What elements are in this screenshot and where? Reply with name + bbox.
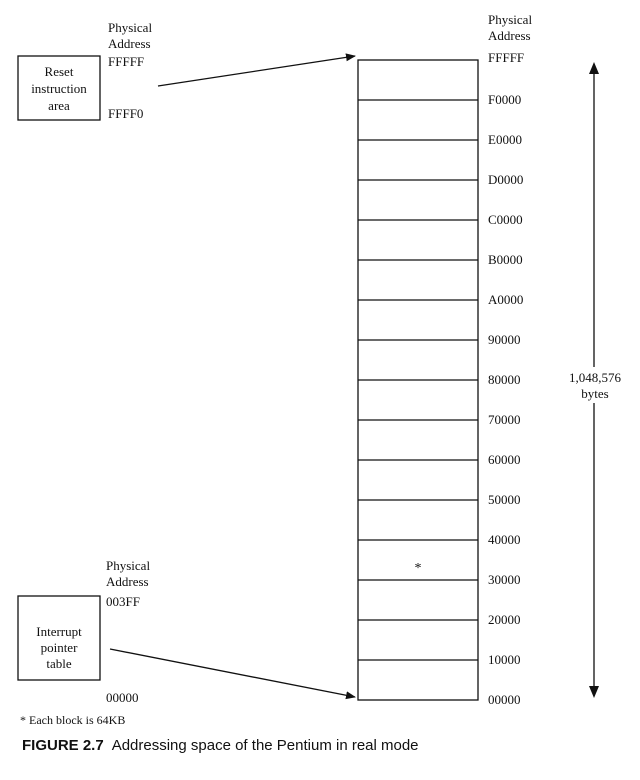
memory-address-label: 80000 [488,372,521,387]
memory-address-label: 00000 [488,692,521,707]
figure-caption: FIGURE 2.7 Addressing space of the Pentiu… [22,737,419,754]
interrupt-header-line-1: Physical [106,558,150,573]
memory-address-label: D0000 [488,172,523,187]
block-marker: * [415,561,422,576]
memory-block-dividers [358,99,478,661]
memory-address-label: 60000 [488,452,521,467]
memory-header-line-1: Physical [488,12,532,27]
memory-address-label: 50000 [488,492,521,507]
reset-box-line-3: area [48,98,70,113]
reset-header-line-2: Address [108,36,151,51]
memory-address-label: 90000 [488,332,521,347]
memory-address-label: 20000 [488,612,521,627]
interrupt-pointer-arrow [109,648,356,700]
size-label-backdrop [558,367,630,403]
reset-header-line-1: Physical [108,20,152,35]
size-arrow-up-head [589,62,599,74]
figure-title: Addressing space of the Pentium in real … [111,737,419,754]
reset-instruction-box [17,55,101,121]
figure-label: FIGURE 2.7 [22,737,104,754]
interrupt-box-line-3: table [46,656,71,671]
figure-footnote: * Each block is 64KB [20,713,125,727]
memory-address-label: 70000 [488,412,521,427]
memory-address-label: F0000 [488,92,521,107]
memory-address-label: C0000 [488,212,523,227]
interrupt-box-line-2: pointer [41,640,78,655]
size-label-line-2: bytes [581,386,608,401]
interrupt-box-line-1: Interrupt [36,624,82,639]
interrupt-table-box [17,595,101,681]
reset-box-line-1: Reset [45,64,74,79]
memory-address-label: 30000 [488,572,521,587]
memory-address-label: 40000 [488,532,521,547]
memory-address-label: A0000 [488,292,523,307]
interrupt-header-line-2: Address [106,574,149,589]
memory-address-label: B0000 [488,252,523,267]
interrupt-bottom-address: 00000 [106,690,139,705]
reset-bottom-address: FFFF0 [108,106,143,121]
memory-address-label: E0000 [488,132,522,147]
reset-pointer-arrow [157,53,356,87]
memory-address-label: FFFFF [488,50,524,65]
reset-top-address: FFFFF [108,54,144,69]
reset-box-line-2: instruction [31,81,87,96]
memory-header-line-2: Address [488,28,531,43]
memory-address-label: 10000 [488,652,521,667]
size-arrow-down-head [589,686,599,698]
interrupt-top-address: 003FF [106,594,140,609]
size-label-line-1: 1,048,576 [569,370,622,385]
